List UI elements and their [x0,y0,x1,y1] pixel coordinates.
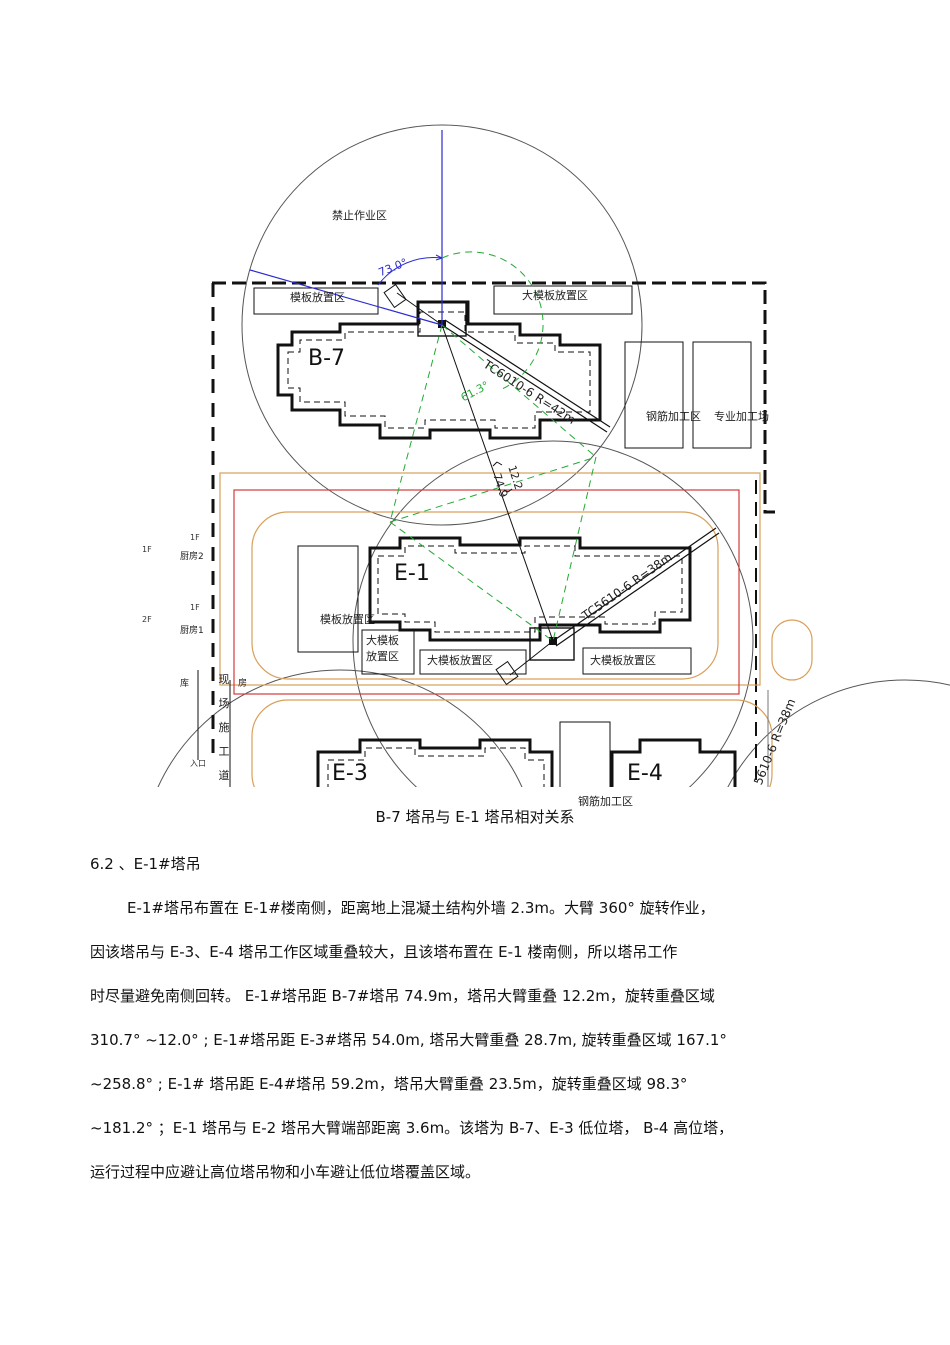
label-building-b7: B-7 [308,346,346,371]
paragraph-line-1: E-1#塔吊布置在 E-1#楼南侧，距离地上混凝土结构外墙 2.3m。大臂 36… [127,899,715,917]
label-rebar-zone-2: 钢筋加工区 [578,795,633,808]
label-large-formwork-zone-1: 大模板放置区 [522,289,588,302]
paragraph-line-4: 310.7° ~12.0° ; E-1#塔吊距 E-3#塔吊 54.0m, 塔吊… [90,1031,727,1049]
label-large-formwork-zone-2: 大模板放置区 [427,654,493,667]
e3-building-outline [316,738,554,787]
label-large-formwork-line1: 大模板 [366,634,399,647]
label-formwork-zone-2: 模板放置区 [320,613,375,626]
label-forbidden-zone: 禁止作业区 [332,209,387,222]
formwork-zone-1-box [253,287,379,315]
label-building-e4: E-4 [627,761,663,786]
label-1f-c: 1F [190,603,200,612]
label-rebar-zone: 钢筋加工区 [646,410,701,423]
label-entry: 入口 [190,759,206,768]
large-formwork-zone-2-box [361,629,415,675]
special-zone-box [692,341,752,449]
label-large-formwork-zone-3: 大模板放置区 [590,654,656,667]
label-road: 现 场 施 工 道 [218,673,230,782]
paragraph-line-7: 运行过程中应避让高位塔吊物和小车避让低位塔覆盖区域。 [90,1163,481,1181]
paragraph-line-6: ~181.2° ；E-1 塔吊与 E-2 塔吊大臂端部距离 3.6m。该塔为 B… [90,1119,734,1137]
label-1f-a: 1F [190,533,200,542]
crane-distance-line [441,324,554,642]
red-boundary [233,489,740,695]
label-kitchen-1: 厨房1 [180,626,204,636]
figure-caption: B-7 塔吊与 E-1 塔吊相对关系 [375,808,575,826]
formwork-zone-2-box [297,545,359,653]
paragraph-line-3: 时尽量避免南侧回转。 E-1#塔吊距 B-7#塔吊 74.9m，塔吊大臂重叠 1… [90,987,715,1005]
e3-crane-radius [157,669,523,787]
green-angle-arc [441,251,544,391]
label-formwork-zone-1: 模板放置区 [290,291,345,304]
b7-crane-radius [241,124,643,526]
label-large-formwork-line2: 放置区 [366,650,399,663]
e4-building-outline [610,738,737,787]
e1-crane-boom [552,527,717,642]
e4-crane-radius [727,679,950,787]
rebar-zone-box [624,341,684,449]
label-room: 房 [238,679,248,689]
label-building-e3: E-3 [332,761,368,786]
section-heading: 6.2 、E-1#塔吊 [90,855,201,873]
label-1f-b: 1F [142,545,152,554]
site-plan-figure: 禁止作业区 模板放置区 大模板放置区 B-7 TC6010-6 R=42m 73… [142,124,950,807]
e1-crane-base [529,627,575,661]
blue-west-line [249,269,443,326]
large-formwork-zone-4-box [582,647,692,675]
label-warehouse: 库 [180,679,190,689]
large-formwork-zone-1-box [493,285,633,315]
label-building-e1: E-1 [394,561,430,586]
label-2f-a: 2F [142,615,152,624]
label-kitchen-2: 厨房2 [180,552,204,562]
e1-building-outline [368,536,692,642]
b7-crane-boom [441,324,608,433]
orange-boundary [219,472,761,686]
paragraph-line-5: ~258.8° ; E-1# 塔吊距 E-4#塔吊 59.2m，塔吊大臂重叠 2… [90,1075,688,1093]
label-special-zone: 专业加工场 [714,410,769,423]
e1-crane-radius [352,440,754,787]
site-plan-drawing [157,124,950,787]
section-paragraph: E-1#塔吊布置在 E-1#楼南侧，距离地上混凝土结构外墙 2.3m。大臂 36… [90,897,842,1205]
site-boundary [212,281,775,514]
paragraph-line-2: 因该塔吊与 E-3、E-4 塔吊工作区域重叠较大，且该塔布置在 E-1 楼南侧，… [90,943,678,961]
